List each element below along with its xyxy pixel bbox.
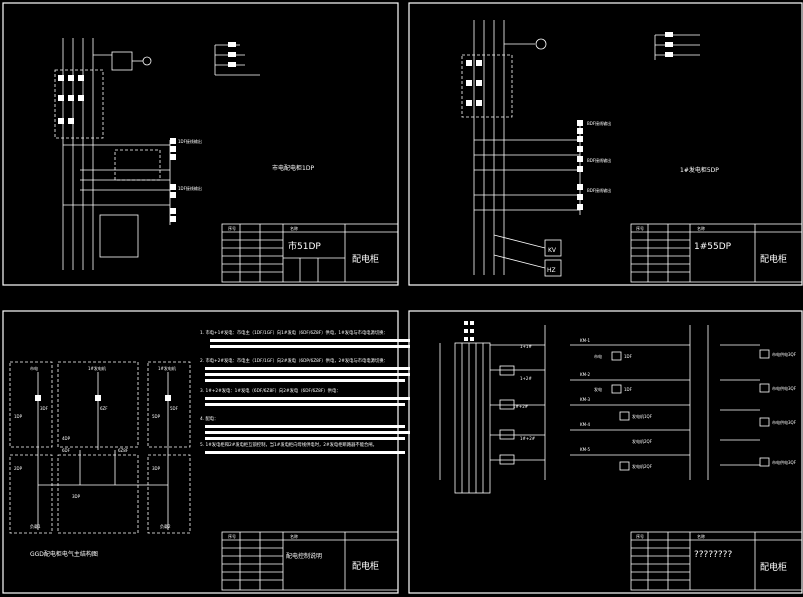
br-relay-code-3: KM-3 (580, 397, 591, 402)
bl-bus-1: 2DP (14, 466, 23, 471)
tr-tb-header-1: 序号 (636, 225, 644, 231)
tr-tb-type: 配电柜 (760, 253, 787, 265)
br-left-label-1: 1+1# (520, 344, 532, 349)
tr-breaker-label-1: BDF接线输出 (587, 120, 611, 126)
tr-meter-hz: HZ (547, 267, 556, 274)
br-left-label-4: 1#+2# (520, 436, 536, 441)
bl-source-1: 市电 (30, 365, 38, 371)
br-right-row-1: 市电供电3QF (772, 351, 797, 357)
br-left-label-2: 1+2# (520, 376, 532, 381)
sheet-bottom-left: 市电 1#发电机 1#发电机 1DP 4DP 5DP 3DF 6ZF 6DF 6… (9, 329, 410, 591)
bl-note-3: 3. 1#+2#发电：1#发电（6DF/6Z8F）向2#发电（6DF/6Z8F）… (200, 387, 341, 394)
br-relay-code-2: KM-2 (580, 372, 591, 377)
bl-section-2: 4DP (62, 436, 71, 441)
br-tb-code: ???????? (694, 550, 732, 560)
br-relay-code-4: KM-4 (580, 422, 591, 427)
bl-source-2: 1#发电机 (88, 365, 106, 371)
sheet-border-bottom-right (408, 310, 803, 594)
bl-load-1: 负载1 (30, 523, 41, 529)
br-relay-b-1: 1DF (624, 354, 633, 359)
sheet-border-top-right (408, 2, 803, 286)
br-relay-code-5: KM-5 (580, 447, 591, 452)
tr-breaker-label-2: BDF接线输出 (587, 157, 611, 163)
bl-tb-type: 配电柜 (352, 560, 379, 572)
sheet-bottom-right: 1+1# 1+2# 1#+2# 1#+2# KM-1 市电 1DF KM-2 发… (439, 321, 803, 591)
bl-tb-header-2: 名称 (290, 533, 298, 539)
bl-source-3: 1#发电机 (158, 365, 176, 371)
tr-sheet-name: 1#发电柜5DP (680, 166, 719, 174)
bl-breaker-5: 5DF (170, 406, 179, 411)
br-left-label-3: 1#+2# (513, 404, 529, 409)
tr-tb-code: 1#55DP (694, 242, 732, 252)
bl-section-1: 1DP (14, 414, 23, 419)
tl-sheet-name: 市电配电柜1DP (272, 164, 314, 172)
br-right-row-2: 市电供电3QF (772, 385, 797, 391)
bl-bus-2: 3DP (72, 494, 81, 499)
br-relay-code-1: KM-1 (580, 338, 591, 343)
tr-title-block (630, 223, 803, 283)
br-right-row-3: 市电供电3QF (772, 419, 797, 425)
tl-tb-header-2: 名称 (290, 225, 298, 231)
sheet-top-right: BDF接线输出 BDF接线输出 BDF接线输出 KV HZ 1#发电柜5DP 序… (461, 20, 803, 283)
bl-breaker-4: 6Z8F (118, 448, 129, 453)
br-tb-header-1: 序号 (636, 533, 644, 539)
sheet-border-top-left (2, 2, 399, 286)
tr-tb-header-2: 名称 (697, 225, 705, 231)
bl-caption: GGD配电柜电气主结构图 (30, 550, 98, 558)
br-tb-header-2: 名称 (697, 533, 705, 539)
sheet-top-left: 1DF接线输出 1DF接线输出 市电配电柜1DP 序号 名称 市51DP 配电柜 (54, 38, 399, 283)
tl-title-block (221, 223, 399, 283)
br-relay-b-4: 发电机2QF (632, 438, 653, 444)
bl-tb-header-1: 序号 (228, 533, 236, 539)
br-right-row-4: 市电供电3QF (772, 459, 797, 465)
br-title-block (630, 531, 803, 591)
bl-note-5: 5. 1#发电柜和2#发电柜互锁控制，当1#发电柜向母线供电时，2#发电柜断路器… (200, 441, 377, 448)
br-relay-b-5: 发电机2QF (632, 463, 653, 469)
tl-tb-header-1: 序号 (228, 225, 236, 231)
bl-bus-3: 3DP (152, 466, 161, 471)
bl-notes: 1. 市电+1#发电：市电主（1DF/1GF）向1#发电（6DF/6Z8F）供电… (200, 329, 410, 454)
br-relay-a-1: 市电 (594, 353, 602, 359)
tr-meter-kv: KV (548, 247, 557, 254)
br-relay-a-2: 发电 (594, 386, 602, 392)
bl-breaker-1: 3DF (40, 406, 49, 411)
bl-tb-code: 配电控制说明 (286, 552, 322, 560)
bl-load-2: 负载2 (160, 523, 171, 529)
bl-note-4: 4. 配电： (200, 415, 218, 422)
tl-breaker-label-2: 1DF接线输出 (178, 185, 202, 191)
tl-tb-code: 市51DP (288, 240, 321, 252)
br-tb-type: 配电柜 (760, 561, 787, 573)
br-relay-b-2: 1DF (624, 387, 633, 392)
bl-note-1: 1. 市电+1#发电：市电主（1DF/1GF）向1#发电（6DF/6Z8F）供电… (200, 329, 388, 336)
tr-breaker-label-3: BDF接线输出 (587, 187, 611, 193)
bl-note-2: 2. 市电+2#发电：市电主（1DF/1GF）向2#发电（6DP/6Z8F）供电… (200, 357, 388, 364)
bl-section-3: 5DP (152, 414, 161, 419)
br-relay-b-3: 发电机1QF (632, 413, 653, 419)
tl-breaker-label-1: 1DF接线输出 (178, 138, 202, 144)
tl-tb-type: 配电柜 (352, 253, 379, 265)
bl-breaker-2: 6ZF (100, 406, 108, 411)
bl-title-block (221, 531, 399, 591)
bl-breaker-3: 6DF (62, 448, 71, 453)
